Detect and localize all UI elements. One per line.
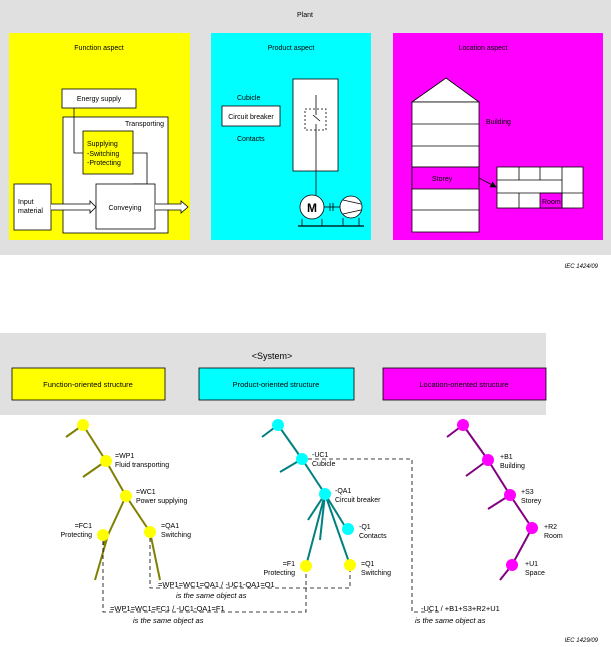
location-aspect-panel: Location aspect Building Storey Room [393, 33, 603, 240]
node-s3 [504, 489, 516, 501]
function-aspect-panel: Function aspect Energy supply Transporti… [9, 33, 190, 240]
node-r2 [526, 522, 538, 534]
function-aspect-title: Function aspect [74, 45, 123, 52]
qa1-code: =QA1 [161, 523, 179, 530]
supplying-box [82, 130, 134, 175]
node-u1 [506, 559, 518, 571]
u1-desc: Space [525, 570, 545, 577]
input-material-box [13, 183, 52, 231]
node-wc1 [120, 490, 132, 502]
u1-code: +U1 [525, 561, 538, 568]
circuit-breaker-label: Circuit breaker [228, 114, 274, 121]
wp1-desc: Fluid transporting [115, 462, 169, 469]
node-wp1 [100, 455, 112, 467]
input-label: Input [18, 199, 34, 206]
system-label: <System> [252, 351, 293, 361]
room-label: Room [542, 199, 561, 206]
node-q1 [342, 523, 354, 535]
wp1-code: =WP1 [115, 453, 134, 460]
storey-label: Storey [432, 176, 453, 183]
breaker-dashed-box [304, 108, 327, 131]
node-sq1 [344, 559, 356, 571]
equivalence-3-text: -UC1 / +B1+S3+R2+U1 [421, 604, 500, 613]
qa1-desc: Switching [161, 532, 191, 539]
sq1-code: =Q1 [361, 561, 375, 568]
switching-label: -Switching [87, 151, 119, 158]
material-label: material [18, 208, 43, 215]
location-aspect-title: Location aspect [458, 45, 507, 52]
equivalence-2-caption: is the same object as [133, 616, 204, 625]
location-structure-box [382, 367, 547, 401]
bottom-figure-id: IEC 1429/09 [565, 638, 599, 644]
uc1-desc: Cubicle [312, 461, 335, 468]
location-tree [446, 424, 533, 581]
conveying-label: Conveying [108, 205, 141, 212]
function-structure-label: Function-oriented structure [43, 380, 133, 389]
uc1-code: -UC1 [312, 452, 328, 459]
input-flow-arrow [51, 200, 97, 214]
node-uc1 [296, 453, 308, 465]
function-structure-box [11, 367, 166, 401]
r2-desc: Room [544, 533, 563, 540]
node-f1 [300, 560, 312, 572]
equivalence-links [102, 458, 440, 613]
pqa1-code: -QA1 [335, 488, 351, 495]
transporting-label: Transporting [125, 121, 164, 128]
product-structure-label: Product-oriented structure [233, 380, 320, 389]
building-label: Building [486, 119, 511, 126]
node-pqa1 [319, 488, 331, 500]
node-fc1 [97, 529, 109, 541]
energy-supply-label: Energy supply [77, 96, 122, 103]
top-figure-id: IEC 1424/09 [565, 264, 599, 270]
s3-code: +S3 [521, 489, 534, 496]
b1-desc: Building [500, 463, 525, 470]
output-flow-arrow [155, 200, 189, 214]
product-aspect-panel: Product aspect Cubicle Circuit breaker C… [211, 33, 371, 240]
q1-code: -Q1 [359, 524, 371, 531]
contacts-label: Contacts [237, 136, 265, 143]
cubicle-label: Cubicle [237, 95, 260, 102]
b1-code: +B1 [500, 454, 513, 461]
energy-supply-box [61, 88, 137, 109]
equivalence-1-text: =WP1=WC1=QA1 / -UC1-QA1=Q1 [158, 580, 275, 589]
function-tree [65, 424, 161, 581]
fc1-desc: Protecting [60, 532, 92, 539]
switch-blade [312, 114, 321, 122]
node-b1 [482, 454, 494, 466]
protecting-label: -Protecting [87, 160, 121, 167]
plant-title: Plant [297, 12, 313, 19]
location-root-node [457, 419, 469, 431]
function-root-node [77, 419, 89, 431]
product-aspect-title: Product aspect [268, 45, 315, 52]
node-qa1 [144, 526, 156, 538]
s3-desc: Storey [521, 498, 542, 505]
f1-code: =F1 [283, 561, 295, 568]
cubicle-drawing [292, 78, 339, 172]
f1-desc: Protecting [263, 570, 295, 577]
pqa1-desc: Circuit breaker [335, 497, 381, 504]
r2-code: +R2 [544, 524, 557, 531]
location-structure-label: Location-oriented structure [419, 380, 508, 389]
pump-symbol [339, 195, 363, 219]
fc1-code: =FC1 [75, 523, 92, 530]
room-highlight [539, 192, 563, 209]
supplying-label: Supplying [87, 141, 118, 148]
equivalence-1-caption: is the same object as [176, 591, 247, 600]
equivalence-2-text: =WP1=WC1=FC1 / -UC1-QA1=F1 [110, 604, 225, 613]
wc1-desc: Power supplying [136, 498, 187, 505]
equivalence-3-caption: is the same object as [415, 616, 486, 625]
q1-desc: Contacts [359, 533, 387, 540]
product-structure-box [198, 367, 355, 401]
motor-label: M [307, 201, 317, 215]
product-root-node [272, 419, 284, 431]
circuit-breaker-box [221, 105, 281, 127]
product-tree [261, 424, 351, 567]
wc1-code: =WC1 [136, 489, 156, 496]
storey-arrow [478, 177, 497, 188]
energy-to-supplying-line [73, 108, 83, 154]
sq1-desc: Switching [361, 570, 391, 577]
